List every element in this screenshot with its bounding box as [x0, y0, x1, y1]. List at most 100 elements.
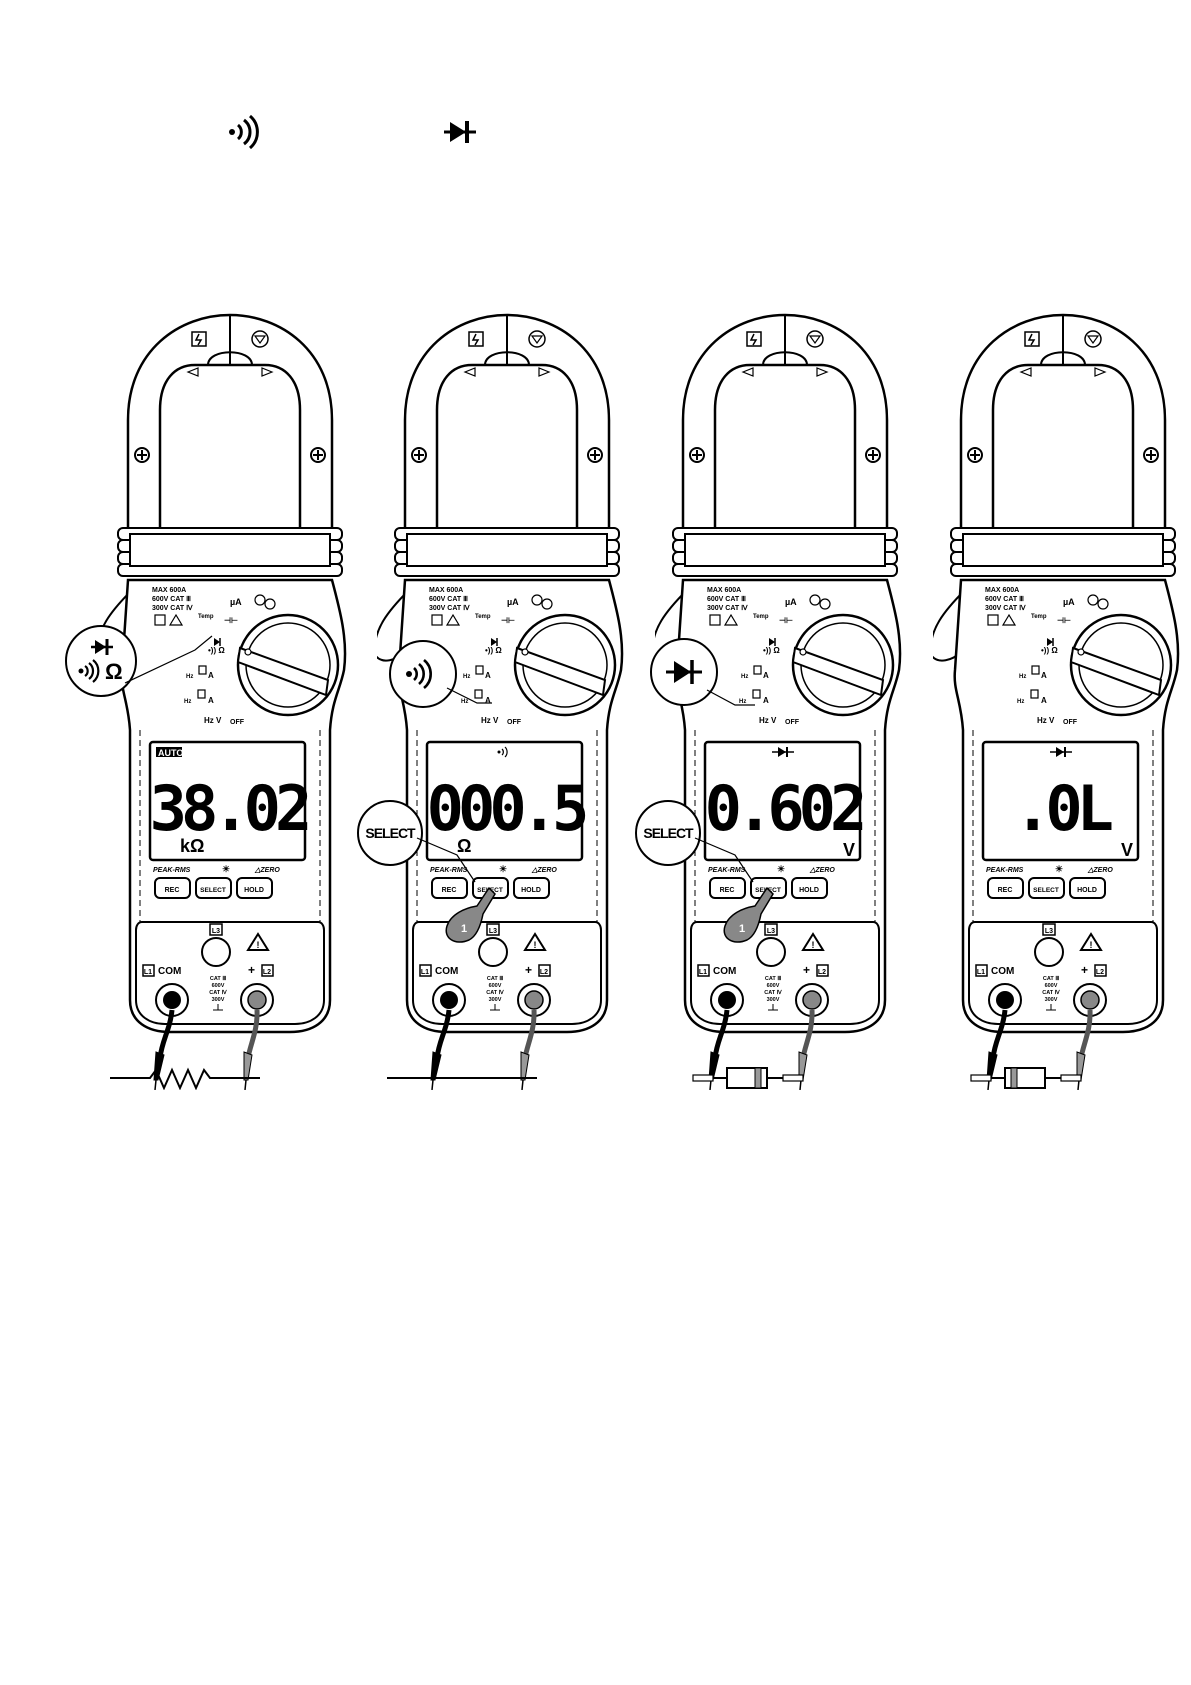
peak-rms-label: PEAK-RMS	[153, 867, 191, 874]
amp-label: A	[763, 671, 769, 680]
select-button[interactable]: SELECT	[750, 877, 787, 899]
zero-label: △ZERO	[809, 867, 835, 874]
l3-indicator	[201, 937, 231, 967]
rating-line1: MAX 600A	[429, 587, 463, 594]
black-test-lead[interactable]	[986, 1009, 1008, 1090]
lcd-display: AUTO 38.02 kΩ	[148, 740, 314, 862]
voltage-jack[interactable]	[240, 983, 274, 1017]
jack-panel: L3 ! L1 COM + L2 CAT Ⅲ 600V CAT Ⅳ 300V	[412, 921, 602, 1025]
com-jack[interactable]	[432, 983, 466, 1017]
header-icons	[0, 0, 1191, 160]
l3-indicator	[478, 937, 508, 967]
hold-button[interactable]: HOLD	[513, 877, 550, 899]
svg-text:CAT Ⅳ: CAT Ⅳ	[486, 989, 504, 996]
hazard-icon	[1024, 331, 1040, 347]
header-icons-svg	[229, 114, 476, 150]
continuity-icon	[229, 114, 259, 150]
com-jack[interactable]	[155, 983, 189, 1017]
meter-resistance: MAX 600A 600V CAT Ⅲ 300V CAT Ⅳ Temp µA ⊣…	[65, 310, 360, 1090]
ncv-indicator-icon	[819, 598, 831, 610]
zero-label: △ZERO	[531, 867, 557, 874]
select-callout-label: SELECT	[365, 825, 415, 841]
lcd-unit: Ω	[457, 836, 471, 856]
rotary-dial[interactable]	[513, 613, 617, 717]
meter-continuity: MAX 600A 600V CAT Ⅲ 300V CAT Ⅳ Temp µA ⊣…	[357, 310, 637, 1090]
select-callout: SELECT	[357, 800, 423, 866]
select-callout: SELECT	[635, 800, 701, 866]
clamp-symbol-icon	[806, 330, 824, 348]
svg-text:SELECT: SELECT	[200, 887, 226, 894]
l3-label: L3	[767, 928, 775, 935]
rec-button[interactable]: REC	[431, 877, 468, 899]
voltage-jack[interactable]	[795, 983, 829, 1017]
l3-label: L3	[489, 928, 497, 935]
cat-rating: CAT Ⅲ	[765, 975, 781, 982]
temp-label: Temp	[475, 614, 491, 620]
continuity-callout	[389, 640, 457, 708]
volt-label: Hz V	[481, 716, 499, 725]
l2-label: L2	[263, 969, 271, 976]
rec-button[interactable]: REC	[154, 877, 191, 899]
volt-label: Hz V	[1037, 716, 1055, 725]
l1-label: L1	[699, 969, 707, 976]
lcd-display: 000.5 Ω	[425, 740, 592, 862]
svg-text:HOLD: HOLD	[1077, 887, 1097, 894]
rotary-dial[interactable]	[1069, 613, 1173, 717]
amp-label: A	[208, 671, 214, 680]
select-button[interactable]: SELECT	[472, 877, 509, 899]
svg-text:600V: 600V	[212, 983, 225, 989]
rec-button[interactable]: REC	[709, 877, 746, 899]
l3-indicator	[1034, 937, 1064, 967]
l1-label: L1	[421, 969, 429, 976]
ncv-indicator-icon	[1097, 598, 1109, 610]
warning-icon	[723, 613, 739, 626]
lcd-continuity-indicator-icon	[497, 746, 508, 758]
select-button[interactable]: SELECT	[1028, 877, 1065, 899]
rotary-dial[interactable]	[791, 613, 895, 717]
svg-text:SELECT: SELECT	[755, 887, 781, 894]
svg-text:REC: REC	[165, 887, 180, 894]
svg-text:!: !	[1090, 940, 1093, 950]
double-insulation-icon	[987, 614, 999, 626]
hold-button[interactable]: HOLD	[236, 877, 273, 899]
hz-label: Hz	[184, 699, 191, 705]
red-test-lead[interactable]	[520, 1009, 537, 1090]
svg-text:REC: REC	[998, 887, 1013, 894]
amp-label: A	[1041, 696, 1047, 705]
continuity-icon	[78, 659, 100, 683]
collar	[950, 527, 1176, 577]
rec-indicator-icon	[254, 594, 266, 606]
select-button[interactable]: SELECT	[195, 877, 232, 899]
warning-icon	[1079, 932, 1103, 951]
red-test-lead[interactable]	[243, 1009, 260, 1090]
rec-button[interactable]: REC	[987, 877, 1024, 899]
l1-label: L1	[977, 969, 985, 976]
warning-icon	[801, 932, 825, 951]
hold-button[interactable]: HOLD	[1069, 877, 1106, 899]
diode-icon	[444, 121, 476, 143]
voltage-jack[interactable]	[1073, 983, 1107, 1017]
zero-label: △ZERO	[1087, 867, 1113, 874]
clamp-symbol-icon	[1084, 330, 1102, 348]
cat-rating: CAT Ⅲ	[210, 975, 226, 982]
ua-label: µA	[1063, 597, 1075, 607]
l2-label: L2	[818, 969, 826, 976]
dial-diode-icon	[214, 638, 221, 646]
rotary-dial[interactable]	[236, 613, 340, 717]
hold-button[interactable]: HOLD	[791, 877, 828, 899]
l3-indicator	[756, 937, 786, 967]
black-test-lead[interactable]	[430, 1009, 452, 1090]
com-jack[interactable]	[710, 983, 744, 1017]
clamp-symbol-icon	[528, 330, 546, 348]
rating-line2: 600V CAT Ⅲ	[152, 595, 191, 603]
hz-label: Hz	[461, 699, 468, 705]
svg-text:600V: 600V	[1045, 983, 1058, 989]
cat-rating: CAT Ⅲ	[487, 975, 503, 982]
hz-label: Hz	[1019, 674, 1026, 680]
voltage-jack[interactable]	[517, 983, 551, 1017]
svg-text:!: !	[812, 940, 815, 950]
amp-label: A	[1041, 671, 1047, 680]
com-label: COM	[435, 966, 458, 977]
amp-label: A	[763, 696, 769, 705]
warning-icon	[445, 613, 461, 626]
